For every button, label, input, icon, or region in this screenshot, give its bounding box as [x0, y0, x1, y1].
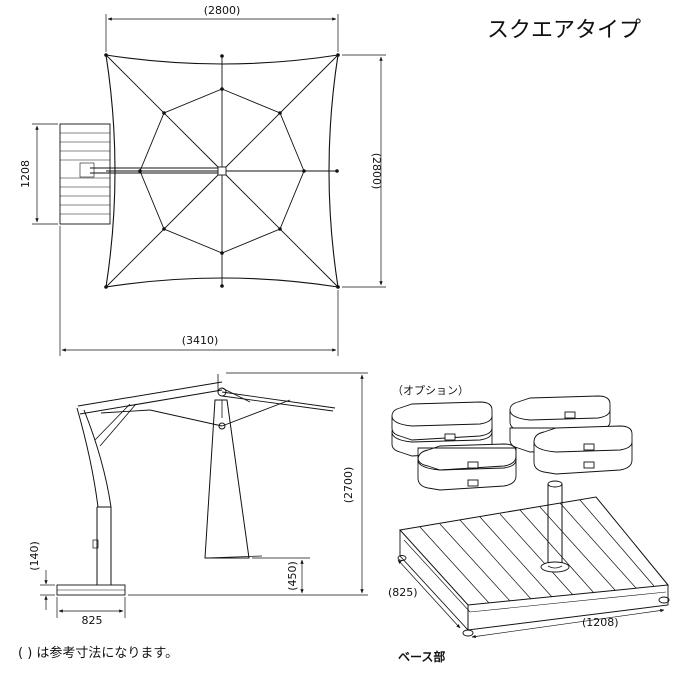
- dim-left-base: [32, 123, 58, 225]
- dim-base-height-label: (140): [28, 541, 41, 571]
- dim-base-width: [56, 597, 126, 618]
- dim-bottom-total: [59, 226, 339, 356]
- options-label: （オプション）: [392, 384, 469, 397]
- drawing-title: スクエアタイプ: [487, 18, 641, 43]
- dim-right-depth: [342, 54, 386, 288]
- plan-arm: [90, 167, 222, 174]
- base-isometric: [397, 480, 670, 639]
- weight-stack-right: [509, 395, 633, 475]
- side-pole: [92, 506, 112, 585]
- weight-stack-left: [391, 401, 517, 491]
- dim-base-depth-label: (825): [388, 586, 418, 599]
- side-view: [40, 372, 368, 618]
- dim-height-label: (2700): [342, 467, 355, 504]
- dim-base-width-iso: [471, 608, 665, 639]
- footnote: ( ) は参考寸法になります。: [18, 645, 178, 661]
- base-slats: [419, 499, 655, 604]
- plan-base-deck: [59, 123, 111, 225]
- base-part-label: ベース部: [398, 649, 445, 664]
- dim-clearance: [252, 557, 310, 594]
- dim-base-depth: [397, 559, 461, 629]
- side-canopy: [204, 387, 263, 559]
- dim-base-width-label: 825: [82, 614, 103, 627]
- side-ribs: [100, 387, 336, 427]
- plan-view: [32, 14, 386, 356]
- option-weights: [391, 395, 633, 491]
- dim-height: [128, 372, 368, 596]
- dim-top-width-label: (2800): [204, 4, 241, 17]
- base-post: [540, 480, 570, 573]
- plan-joints: [104, 53, 340, 289]
- dim-clearance-label: (450): [286, 561, 299, 591]
- base-top-deck: [399, 496, 669, 606]
- dim-base-width-iso-label: (1208): [582, 616, 619, 629]
- dim-base-height: [40, 570, 55, 610]
- dim-bottom-total-label: (3410): [182, 334, 219, 347]
- dim-top-width: [105, 14, 339, 52]
- side-mast: [76, 407, 99, 508]
- dim-left-base-label: 1208: [19, 160, 32, 188]
- dim-right-depth-label: (2800): [370, 153, 383, 190]
